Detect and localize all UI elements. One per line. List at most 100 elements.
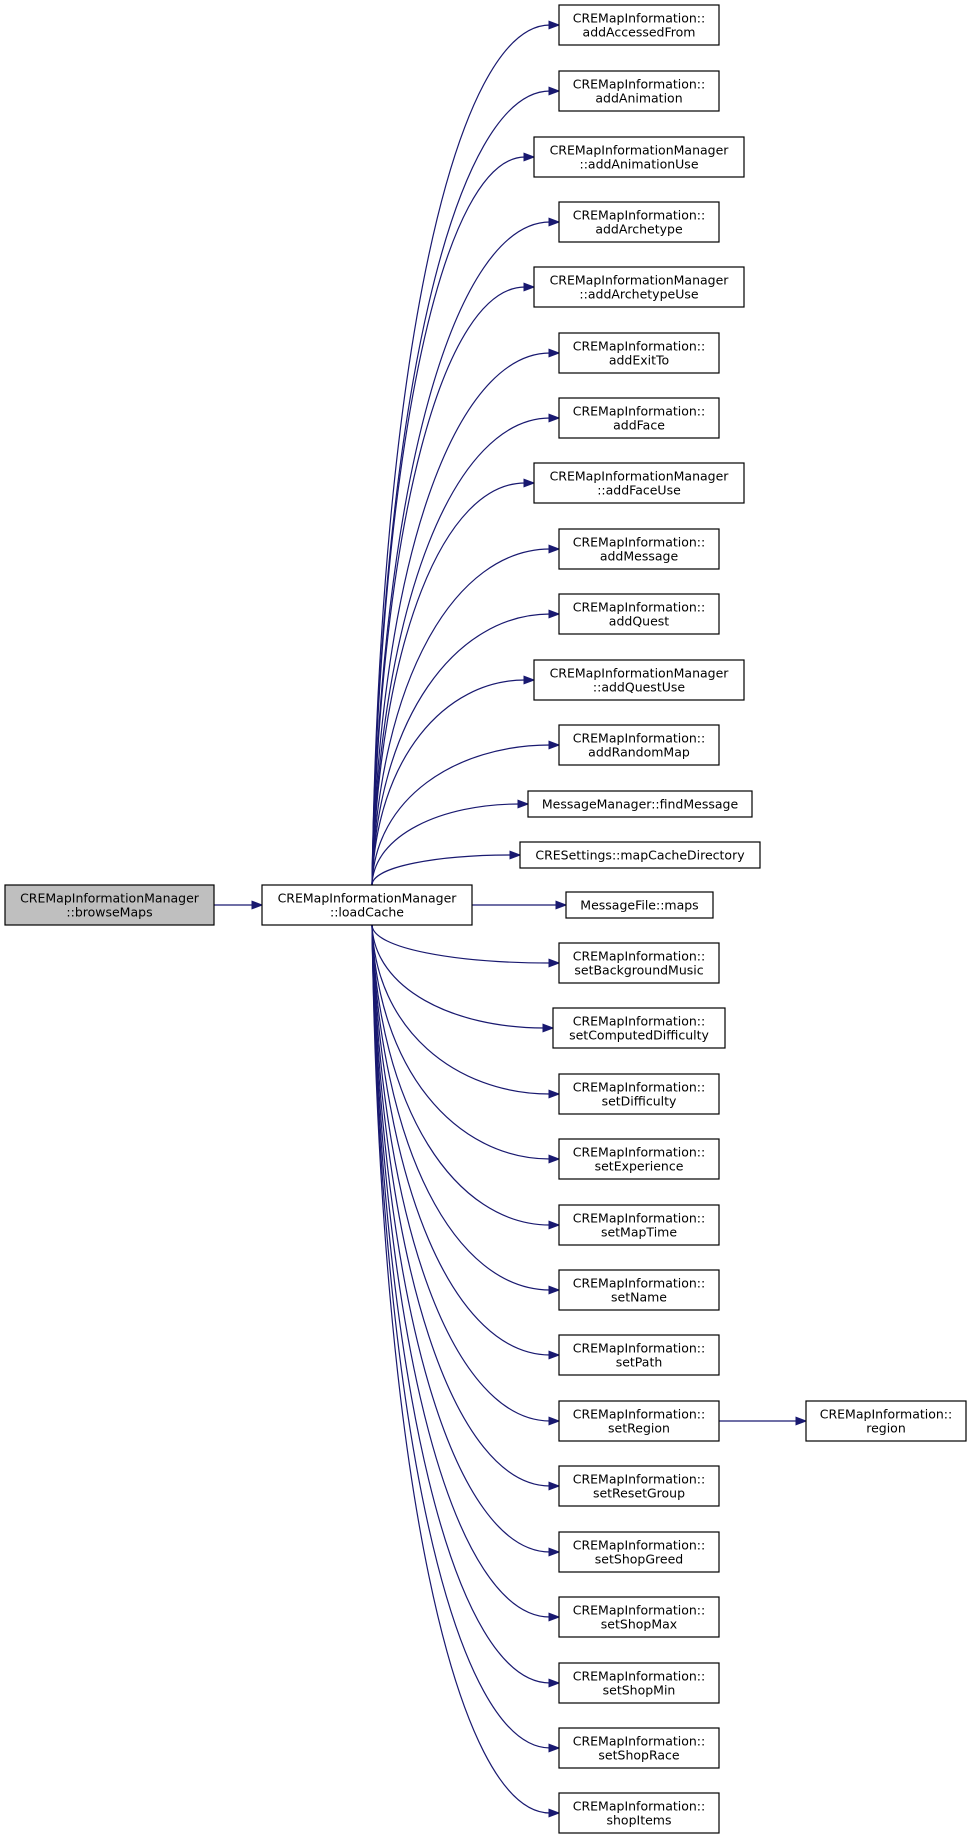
node-box: [558, 1727, 720, 1769]
node-label-line: CREMapInformation::: [573, 1734, 705, 1749]
node-setShopGreed[interactable]: CREMapInformation::setShopGreed: [558, 1531, 720, 1573]
node-label-line: MessageManager::findMessage: [542, 797, 739, 812]
edge-loadCache-to-mapCacheDirectory: [371, 850, 522, 886]
edge-arrowhead: [548, 1089, 561, 1099]
node-label-line: CREMapInformation::: [573, 535, 705, 550]
node-setResetGroup[interactable]: CREMapInformation::setResetGroup: [558, 1465, 720, 1507]
edge-line: [371, 803, 520, 886]
edge-arrowhead: [548, 413, 561, 423]
node-label-line: CREMapInformation::: [573, 339, 705, 354]
node-region[interactable]: CREMapInformation::region: [805, 1400, 967, 1442]
node-addAccessedFrom[interactable]: CREMapInformation::addAccessedFrom: [558, 4, 720, 46]
node-label-line: addFace: [613, 418, 665, 433]
node-label-line: setMapTime: [601, 1225, 677, 1240]
node-setPath[interactable]: CREMapInformation::setPath: [558, 1334, 720, 1376]
node-label-line: CRESettings::mapCacheDirectory: [535, 848, 745, 863]
edge-loadCache-to-setMapTime: [371, 924, 561, 1230]
edge-loadCache-to-setPath: [371, 924, 561, 1360]
node-addMessage[interactable]: CREMapInformation::addMessage: [558, 528, 720, 570]
node-label-line: ::browseMaps: [66, 905, 152, 920]
node-addRandomMap[interactable]: CREMapInformation::addRandomMap: [558, 724, 720, 766]
edge-line: [371, 924, 551, 964]
edge-loadCache-to-addFace: [371, 413, 561, 886]
node-label-line: setShopMax: [601, 1617, 677, 1632]
edge-loadCache-to-addArchetypeUse: [371, 282, 536, 886]
node-maps[interactable]: MessageFile::maps: [565, 891, 714, 919]
node-loadCache[interactable]: CREMapInformationManager::loadCache: [261, 884, 473, 926]
node-label-line: ::addFaceUse: [597, 483, 681, 498]
node-label-line: CREMapInformation::: [820, 1407, 952, 1422]
node-label-line: setResetGroup: [593, 1486, 685, 1501]
node-label-line: CREMapInformation::: [573, 1799, 705, 1814]
node-setShopRace[interactable]: CREMapInformation::setShopRace: [558, 1727, 720, 1769]
node-box: [533, 136, 745, 178]
node-setRegion[interactable]: CREMapInformation::setRegion: [558, 1400, 720, 1442]
edge-loadCache-to-addExitTo: [371, 348, 561, 886]
node-setDifficulty[interactable]: CREMapInformation::setDifficulty: [558, 1073, 720, 1115]
node-box: [519, 841, 761, 869]
edge-arrowhead: [548, 1154, 561, 1164]
node-box: [533, 659, 745, 701]
edge-line: [371, 548, 551, 886]
node-label-line: ::addArchetypeUse: [579, 287, 698, 302]
edge-loadCache-to-addMessage: [371, 544, 561, 886]
node-setMapTime[interactable]: CREMapInformation::setMapTime: [558, 1204, 720, 1246]
node-box: [558, 4, 720, 46]
node-findMessage[interactable]: MessageManager::findMessage: [527, 790, 753, 818]
edge-arrowhead: [548, 20, 561, 30]
node-box: [552, 1007, 726, 1049]
node-label-line: ::loadCache: [330, 905, 404, 920]
node-setBackgroundMusic[interactable]: CREMapInformation::setBackgroundMusic: [558, 942, 720, 984]
edge-arrowhead: [548, 348, 561, 358]
node-addAnimation[interactable]: CREMapInformation::addAnimation: [558, 70, 720, 112]
edge-arrowhead: [523, 282, 536, 292]
edge-arrowhead: [517, 799, 530, 809]
node-browse[interactable]: CREMapInformationManager::browseMaps: [4, 884, 215, 926]
node-box: [4, 884, 215, 926]
node-addExitTo[interactable]: CREMapInformation::addExitTo: [558, 332, 720, 374]
edge-loadCache-to-setResetGroup: [371, 924, 561, 1491]
node-label-line: setDifficulty: [602, 1094, 677, 1109]
node-box: [533, 462, 745, 504]
edge-loadCache-to-maps: [472, 900, 568, 910]
node-label-line: MessageFile::maps: [580, 898, 698, 913]
node-addFaceUse[interactable]: CREMapInformationManager::addFaceUse: [533, 462, 745, 504]
node-box: [558, 1334, 720, 1376]
node-addAnimationUse[interactable]: CREMapInformationManager::addAnimationUs…: [533, 136, 745, 178]
edge-arrowhead: [548, 958, 561, 968]
node-mapCacheDirectory[interactable]: CRESettings::mapCacheDirectory: [519, 841, 761, 869]
node-box: [558, 1465, 720, 1507]
node-setName[interactable]: CREMapInformation::setName: [558, 1269, 720, 1311]
node-box: [805, 1400, 967, 1442]
node-setShopMax[interactable]: CREMapInformation::setShopMax: [558, 1596, 720, 1638]
node-setShopMin[interactable]: CREMapInformation::setShopMin: [558, 1662, 720, 1704]
edge-line: [371, 286, 526, 886]
node-box: [558, 528, 720, 570]
edge-line: [371, 924, 551, 1749]
node-addArchetypeUse[interactable]: CREMapInformationManager::addArchetypeUs…: [533, 266, 745, 308]
node-label-line: setShopMin: [603, 1683, 676, 1698]
node-addQuestUse[interactable]: CREMapInformationManager::addQuestUse: [533, 659, 745, 701]
edge-line: [371, 613, 551, 886]
node-label-line: CREMapInformation::: [573, 1538, 705, 1553]
edge-line: [371, 482, 526, 886]
edge-loadCache-to-setComputedDifficulty: [371, 924, 555, 1033]
node-addArchetype[interactable]: CREMapInformation::addArchetype: [558, 201, 720, 243]
node-label-line: CREMapInformation::: [573, 1014, 705, 1029]
edge-loadCache-to-setBackgroundMusic: [371, 924, 561, 968]
node-label-line: CREMapInformation::: [573, 1603, 705, 1618]
node-box: [261, 884, 473, 926]
node-setComputedDifficulty[interactable]: CREMapInformation::setComputedDifficulty: [552, 1007, 726, 1049]
edge-arrowhead: [548, 1547, 561, 1557]
node-label-line: CREMapInformationManager: [550, 469, 730, 484]
node-addQuest[interactable]: CREMapInformation::addQuest: [558, 593, 720, 635]
node-label-line: CREMapInformation::: [573, 600, 705, 615]
node-addFace[interactable]: CREMapInformation::addFace: [558, 397, 720, 439]
edge-loadCache-to-addQuestUse: [371, 675, 536, 886]
node-label-line: addQuest: [609, 614, 669, 629]
node-setExperience[interactable]: CREMapInformation::setExperience: [558, 1138, 720, 1180]
node-label-line: addRandomMap: [588, 745, 690, 760]
node-shopItems[interactable]: CREMapInformation::shopItems: [558, 1792, 720, 1834]
edge-line: [371, 924, 551, 1226]
edge-arrowhead: [548, 217, 561, 227]
